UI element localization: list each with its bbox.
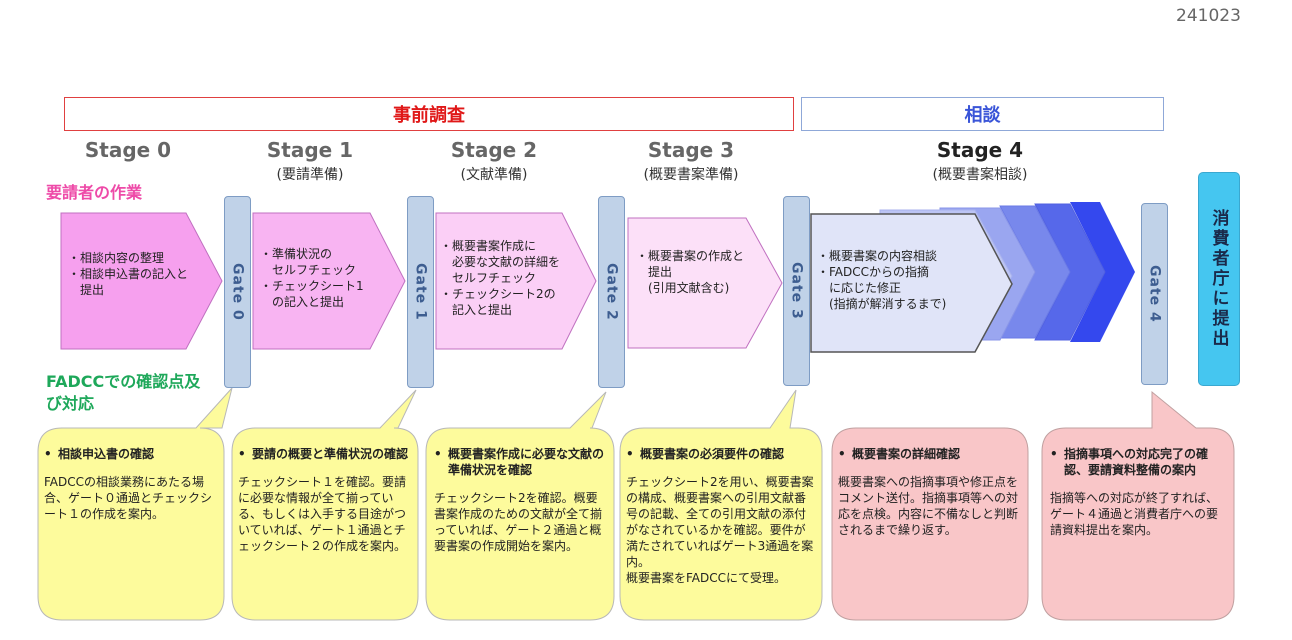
card-5-body: 指摘等への対応が終了すれば、ゲート４通過と消費者庁への要請資料提出を案内。 — [1050, 491, 1219, 537]
arrow-stage-2 — [435, 212, 597, 350]
requester-work-label: 要請者の作業 — [46, 183, 143, 202]
card-4-title: 概要書案の詳細確認 — [838, 446, 1022, 462]
gate-4-label: Gate 4 — [1146, 265, 1163, 323]
arrow-stage-1 — [252, 212, 406, 350]
stage-3-subtitle: (概要書案準備) — [643, 167, 739, 183]
card-4-body: 概要書案への指摘事項や修正点をコメント送付。指摘事項等への対応を点検。内容に不備… — [838, 475, 1019, 537]
card-0: 相談申込書の確認 FADCCの相談業務にあたる場合、ゲート０通過とチェックシート… — [44, 446, 214, 522]
stage-1-title: Stage 1 — [266, 138, 354, 162]
card-0-title: 相談申込書の確認 — [44, 446, 214, 462]
fadcc-check-label: FADCCでの確認点及び対応 — [46, 372, 201, 413]
date-label: 241023 — [1176, 6, 1241, 26]
arrow-stage-3-text: ・概要書案の作成と 提出 (引用文献含む) — [636, 249, 745, 295]
gate-0: Gate 0 — [224, 196, 251, 388]
submit-label: 消費者庁に提出 — [1208, 209, 1229, 349]
stage-3-title: Stage 3 — [647, 138, 735, 162]
gate-1-label: Gate 1 — [412, 263, 429, 321]
stage-2-subtitle: (文献準備) — [460, 167, 528, 183]
arrow-stage-1-text: ・準備状況の セルフチェック ・チェックシート1 の記入と提出 — [260, 247, 364, 309]
arrow-stage-3 — [627, 217, 783, 349]
gate-3-label: Gate 3 — [788, 262, 805, 320]
gate-2-label: Gate 2 — [603, 263, 620, 321]
card-1: 要請の概要と準備状況の確認 チェックシート１を確認。要請に必要な情報が全て揃って… — [238, 446, 410, 554]
submit-to-caa-box: 消費者庁に提出 — [1198, 172, 1240, 386]
stage-4-subtitle: (概要書案相談) — [932, 167, 1028, 183]
chevron-5 — [1070, 202, 1135, 342]
arrow-stage-0 — [60, 212, 223, 350]
arrow-stage-0-text: ・相談内容の整理 ・相談申込書の記入と 提出 — [68, 251, 189, 297]
arrow-stage-2-text: ・概要書案作成に 必要な文献の詳細を セルフチェック ・チェックシート2の 記入… — [440, 239, 561, 317]
card-2-title: 概要書案作成に必要な文献の準備状況を確認 — [434, 446, 606, 478]
card-5-title: 指摘事項への対応完了の確認、要請資料整備の案内 — [1050, 446, 1226, 478]
stage-1-subtitle: (要請準備) — [276, 167, 344, 183]
card-3: 概要書案の必須要件の確認 チェックシート2を用い、概要書案の構成、概要書案への引… — [626, 446, 816, 586]
arrow-stage-4 — [810, 213, 1013, 353]
gate-1: Gate 1 — [407, 196, 434, 388]
card-2-body: チェックシート2を確認。概要書案作成のための文献が全て揃っていれば、ゲート２通過… — [434, 491, 603, 553]
card-0-body: FADCCの相談業務にあたる場合、ゲート０通過とチェックシート１の作成を案内。 — [44, 475, 213, 521]
stage-2-title: Stage 2 — [450, 138, 538, 162]
stage-0-title: Stage 0 — [84, 138, 172, 162]
arrow-stage-4-text: ・概要書案の内容相談 ・FADCCからの指摘 に応じた修正 (指摘が解消するまで… — [817, 249, 947, 311]
card-1-title: 要請の概要と準備状況の確認 — [238, 446, 410, 462]
card-4: 概要書案の詳細確認 概要書案への指摘事項や修正点をコメント送付。指摘事項等への対… — [838, 446, 1022, 538]
phase-pre-survey: 事前調査 — [64, 97, 794, 131]
card-3-body: チェックシート2を用い、概要書案の構成、概要書案への引用文献番号の記載、全ての引… — [626, 475, 814, 585]
stage-4-title: Stage 4 — [936, 138, 1024, 162]
phase-consultation: 相談 — [801, 97, 1164, 131]
gate-3: Gate 3 — [783, 196, 810, 386]
gate-0-label: Gate 0 — [229, 263, 246, 321]
gate-2: Gate 2 — [598, 196, 625, 388]
card-5: 指摘事項への対応完了の確認、要請資料整備の案内 指摘等への対応が終了すれば、ゲー… — [1050, 446, 1226, 538]
card-3-title: 概要書案の必須要件の確認 — [626, 446, 816, 462]
card-2: 概要書案作成に必要な文献の準備状況を確認 チェックシート2を確認。概要書案作成の… — [434, 446, 606, 554]
card-4-shape — [831, 427, 1029, 621]
card-1-body: チェックシート１を確認。要請に必要な情報が全て揃っている、もしくは入手する目途が… — [238, 475, 407, 553]
gate-4: Gate 4 — [1141, 203, 1168, 385]
